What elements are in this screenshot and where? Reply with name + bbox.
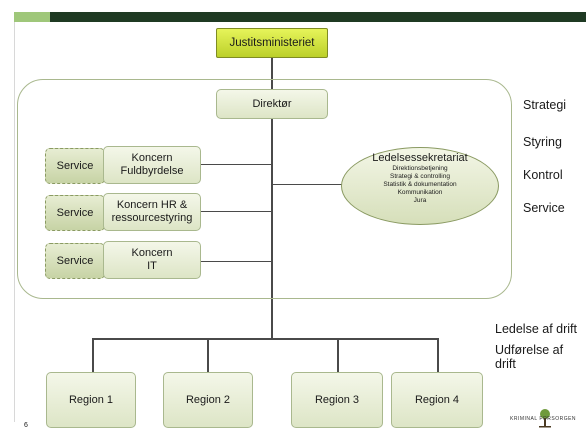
node-ledelsessekretariat: Ledelsessekretariat Direktionsbetjening … <box>341 147 499 225</box>
organization-frame <box>17 79 512 299</box>
connector-top-to-director <box>271 56 273 90</box>
node-koncern-it: Koncern IT <box>103 241 201 279</box>
connector-regions-bus <box>92 338 438 340</box>
node-director: Direktør <box>216 89 328 119</box>
node-justitsministeriet: Justitsministeriet <box>216 28 328 58</box>
node-region-1: Region 1 <box>46 372 136 428</box>
secretariat-item: Statistik & dokumentation <box>383 181 457 188</box>
connector-trunk <box>271 118 273 338</box>
node-region-3: Region 3 <box>291 372 383 428</box>
connector-concern-2 <box>201 211 272 212</box>
connector-region-1 <box>92 338 94 372</box>
secretariat-item: Jura <box>413 197 427 204</box>
secretariat-title: Ledelsessekretariat <box>372 152 468 164</box>
node-region-2: Region 2 <box>163 372 253 428</box>
label-ledelse-af-drift: Ledelse af drift <box>495 322 577 336</box>
node-region-4: Region 4 <box>391 372 483 428</box>
secretariat-item: Direktionsbetjening <box>392 165 448 172</box>
connector-concern-3 <box>201 261 272 262</box>
secretariat-item: Strategi & controlling <box>390 173 450 180</box>
connector-region-4 <box>437 338 439 372</box>
service-box-2: Service <box>45 195 105 231</box>
service-box-3: Service <box>45 243 105 279</box>
label-kontrol: Kontrol <box>523 168 563 182</box>
node-koncern-hr: Koncern HR & ressourcestyring <box>103 193 201 231</box>
left-divider <box>14 22 15 422</box>
label-service: Service <box>523 201 565 215</box>
label-styring: Styring <box>523 135 562 149</box>
header-bar <box>50 12 586 22</box>
connector-region-3 <box>337 338 339 372</box>
tree-icon <box>539 409 551 428</box>
kriminalforsorgen-logo: KRIMINAL FORSORGEN <box>510 408 586 430</box>
page-number: 6 <box>24 422 28 429</box>
connector-concern-1 <box>201 164 272 165</box>
node-koncern-fuldbyrdelse: Koncern Fuldbyrdelse <box>103 146 201 184</box>
label-strategi: Strategi <box>523 98 567 112</box>
label-udforelse-af-drift: Udførelse af drift <box>495 343 564 371</box>
secretariat-item: Kommunikation <box>397 189 443 196</box>
connector-region-2 <box>207 338 209 372</box>
header-bar-accent <box>14 12 50 22</box>
logo-text: KRIMINAL FORSORGEN <box>510 416 577 422</box>
service-box-1: Service <box>45 148 105 184</box>
connector-secretariat <box>271 184 342 185</box>
